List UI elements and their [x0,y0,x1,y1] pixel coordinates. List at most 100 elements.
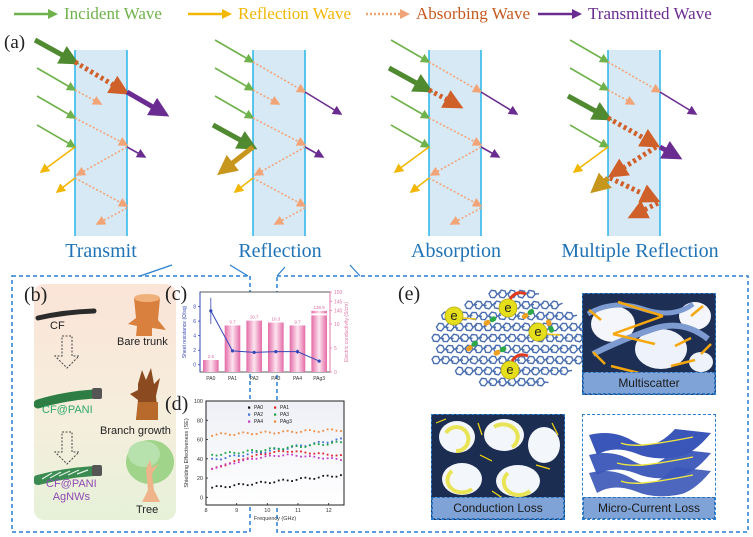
incident-wave [390,39,431,63]
data-point-PA4 [273,455,276,457]
absorbing-wave-strong [607,144,658,178]
data-point-PA2 [264,451,267,454]
data-point-PA0 [246,484,249,487]
dipole-icon [483,316,497,326]
svg-text:e: e [506,362,513,377]
electron-icon: e [444,306,477,326]
y-tick-label: 80 [197,418,203,424]
cf-pani-agnws-fiber-icon [34,465,102,485]
reflection-wave [572,146,609,173]
data-point-PA4 [282,454,285,457]
data-point-PA0 [215,485,218,488]
data-point-PA3 [282,448,285,451]
y-tick-label-right: 10 [334,322,340,328]
data-point-PAg3 [295,431,298,434]
data-point-PA3 [233,451,236,454]
data-point-PA1 [242,458,245,461]
panel-a-tag: (a) [4,32,26,53]
data-point-PA1 [282,450,285,453]
bar-PAg3 [311,310,327,372]
data-point [317,359,321,363]
legend-label: PA0 [254,405,263,411]
legend-transmitted-wave: Transmitted Wave [538,4,712,24]
data-point-PA2 [335,438,338,441]
reflection-wave [409,177,430,193]
reflection-wave-strong [590,172,612,194]
transmitted-wave [304,146,325,158]
data-point-PAg3 [255,433,258,435]
process-arrow-icon [53,335,81,369]
data-point-PAg3 [331,428,333,431]
plot-area [199,291,331,373]
data-point-PA2 [246,453,249,456]
data-point-PA0 [242,483,245,486]
data-point-PA4 [277,455,280,458]
y-axis-label-right: Electric conductivity (S/cm) [344,302,350,362]
legend-label: PA2 [254,412,263,418]
dipole-icon [493,346,507,356]
data-point-PAg3 [340,430,342,432]
y-tick-label-left: 6 [193,319,196,325]
data-point-PAg3 [224,432,227,435]
shield-slab [429,50,481,236]
absorbing-wave [74,89,103,105]
data-point-PA0 [295,479,298,481]
data-point-PAg3 [282,430,285,433]
svg-text:e: e [450,308,457,323]
data-point-PA0 [308,477,311,480]
transmitted-wave [480,146,501,158]
data-point-PAg3 [215,433,218,436]
incident-wave [214,95,255,119]
data-point-PA3 [308,444,311,447]
micro-current-loss-illustration [589,429,711,497]
transmitted-wave-strong [125,89,170,117]
svg-text:e: e [534,324,541,339]
reflection-wave [393,146,430,173]
data-point-PA2 [322,441,325,444]
data-point-PA4 [251,458,254,460]
absorbing-wave [607,89,636,105]
data-point-PA2 [300,444,302,447]
data-point-PA3 [322,444,325,446]
slab-diagram-transmit [33,37,170,236]
incident-wave [36,95,77,119]
incident-wave [36,124,77,148]
shield-slab [253,50,305,236]
incident-wave-strong [387,65,434,93]
legend-marker-PA3 [274,413,277,416]
bar-PA4 [289,325,306,372]
incident-wave [214,67,255,91]
x-tick-label: 9 [235,508,238,514]
legend-label: PA1 [280,405,289,411]
data-point-PA0 [286,479,289,482]
cf-fiber-icon [35,308,97,321]
step-material-label: CF [50,320,65,332]
data-point-PA0 [211,486,214,489]
slab-diagram-reflection [211,39,343,236]
data-point-PA3 [268,447,271,450]
transmitted-wave [480,91,519,115]
multiscatter-panel: Multiscatter [582,293,716,395]
data-point-PA1 [331,454,333,457]
data-point-PA1 [224,464,227,467]
step-material-label: CF@PANI [42,404,93,416]
absorbing-wave-strong [627,200,660,219]
mechanism-label-absorption: Absorption [411,240,501,262]
data-point-PA3 [317,443,320,446]
zoom-connector-left [276,266,286,277]
data-point-PA0 [273,481,276,484]
data-point-PAg3 [228,433,231,436]
data-point-PA1 [260,453,262,456]
x-axis-label: Frequency (GHz) [254,516,296,522]
data-point-PA3 [237,452,240,455]
absorbing-wave [428,117,483,146]
data-point-PA3 [224,452,227,454]
data-point-PA2 [233,454,236,457]
data-point-PA3 [251,449,254,451]
data-point-PA4 [268,454,271,457]
dipole-icon [521,308,535,320]
data-point-PA0 [313,477,316,480]
incident-wave-strong [211,122,258,150]
legend-marker-PA4 [248,420,251,423]
